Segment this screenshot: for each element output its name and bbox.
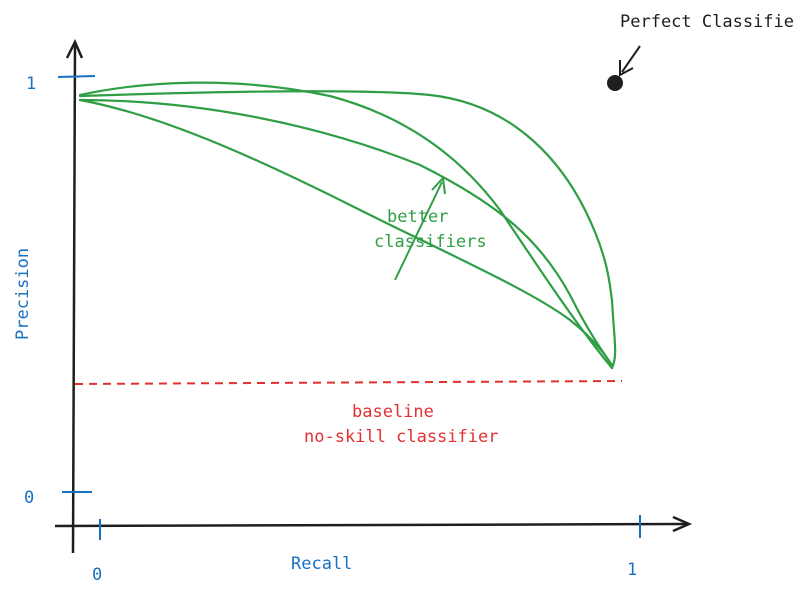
pr-curve-3 [78, 98, 614, 367]
baseline-line [74, 380, 623, 385]
pr-curve-2 [78, 90, 617, 370]
classifiers-label: classifiers [374, 232, 487, 252]
x-tick-label-0: 0 [92, 565, 102, 585]
x-tick-label-1: 1 [627, 560, 637, 580]
y-axis [57, 39, 96, 554]
perfect-classifier-point [607, 75, 623, 91]
perfect-classifier-arrow [619, 45, 641, 77]
y-axis-arrowhead [65, 39, 84, 59]
baseline-label: baseline [352, 402, 434, 422]
x-axis-label: Recall [291, 554, 352, 574]
pr-curve-4 [78, 98, 614, 370]
no-skill-label: no-skill classifier [304, 427, 498, 447]
perfect-classifier-label: Perfect Classifier [620, 12, 794, 32]
x-axis [54, 515, 693, 540]
y-axis-label: Precision [13, 248, 33, 340]
better-classifiers-arrow [394, 175, 446, 281]
x-axis-arrowhead [672, 515, 693, 533]
y-tick-label-1: 1 [26, 74, 36, 94]
better-label: better [387, 207, 448, 227]
pr-curve-1 [78, 81, 614, 370]
y-tick-label-0: 0 [24, 488, 34, 508]
y-tick-1 [57, 75, 96, 78]
